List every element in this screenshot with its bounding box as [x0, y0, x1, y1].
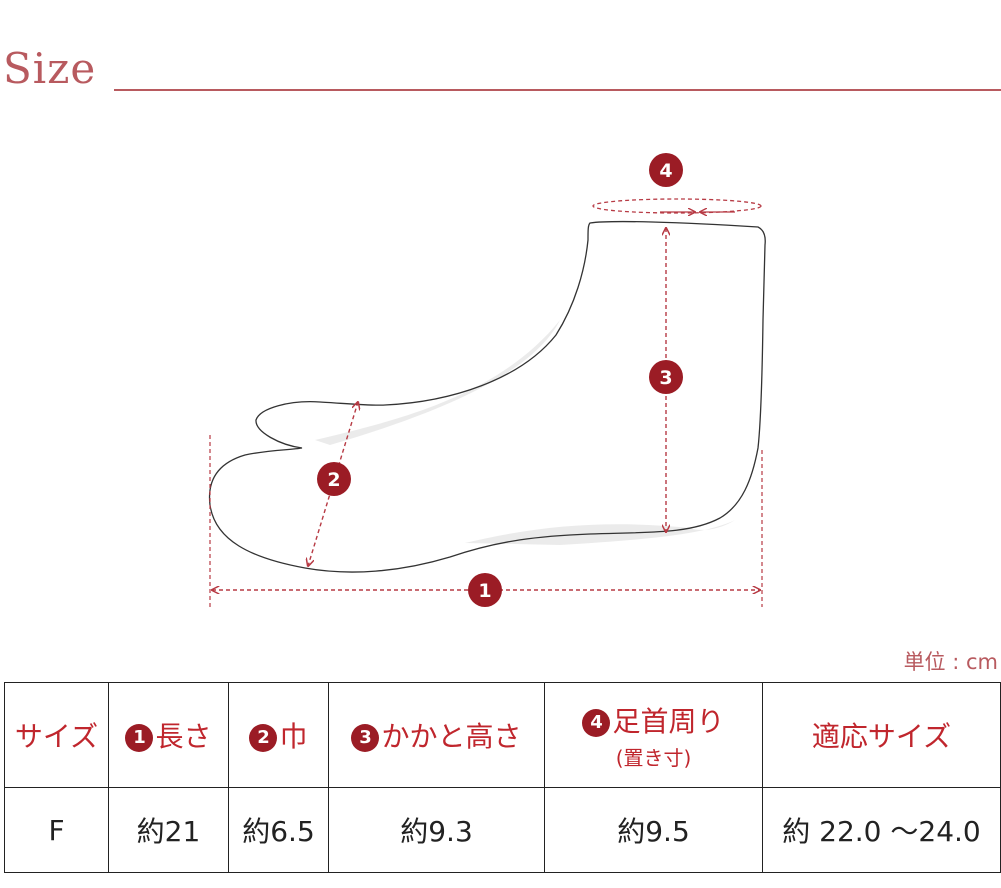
cell-heel-height: 約9.3	[328, 787, 545, 873]
title-rule	[114, 89, 1001, 91]
marker-2: 2	[317, 462, 351, 496]
cell-width: 約6.5	[228, 787, 329, 873]
marker-3: 3	[649, 360, 683, 394]
svg-text:3: 3	[659, 367, 672, 389]
header-size: サイズ	[4, 682, 109, 788]
badge-2: 2	[249, 724, 278, 752]
badge-1: 1	[125, 724, 154, 752]
svg-text:1: 1	[478, 580, 491, 602]
svg-text:2: 2	[327, 469, 340, 491]
section-title: Size	[3, 44, 97, 93]
sock-outline	[208, 220, 766, 573]
marker-1: 1	[468, 573, 502, 607]
cell-length: 約21	[108, 787, 229, 873]
sock-shade-bottom	[465, 520, 735, 545]
header-ankle-girth-note: (置き寸)	[615, 745, 692, 770]
marker-4: 4	[649, 153, 683, 187]
badge-3: 3	[351, 724, 380, 752]
unit-label: 単位 : cm	[903, 650, 998, 674]
badge-4: 4	[582, 708, 611, 737]
size-header: Size	[0, 40, 1001, 110]
cell-size: F	[4, 787, 109, 873]
header-fit-size: 適応サイズ	[762, 682, 1001, 788]
cell-ankle-girth: 約9.5	[544, 787, 763, 873]
svg-text:4: 4	[659, 160, 672, 182]
cell-fit-size: 約 22.0 ～24.0	[762, 787, 1001, 873]
sock-size-diagram: 4 3 2 1	[208, 153, 766, 607]
table-row: F 約21 約6.5 約9.3 約9.5 約 22.0 ～24.0	[4, 787, 1001, 873]
sock-shade-top	[315, 320, 560, 445]
ankle-girth-ellipse	[592, 198, 762, 214]
